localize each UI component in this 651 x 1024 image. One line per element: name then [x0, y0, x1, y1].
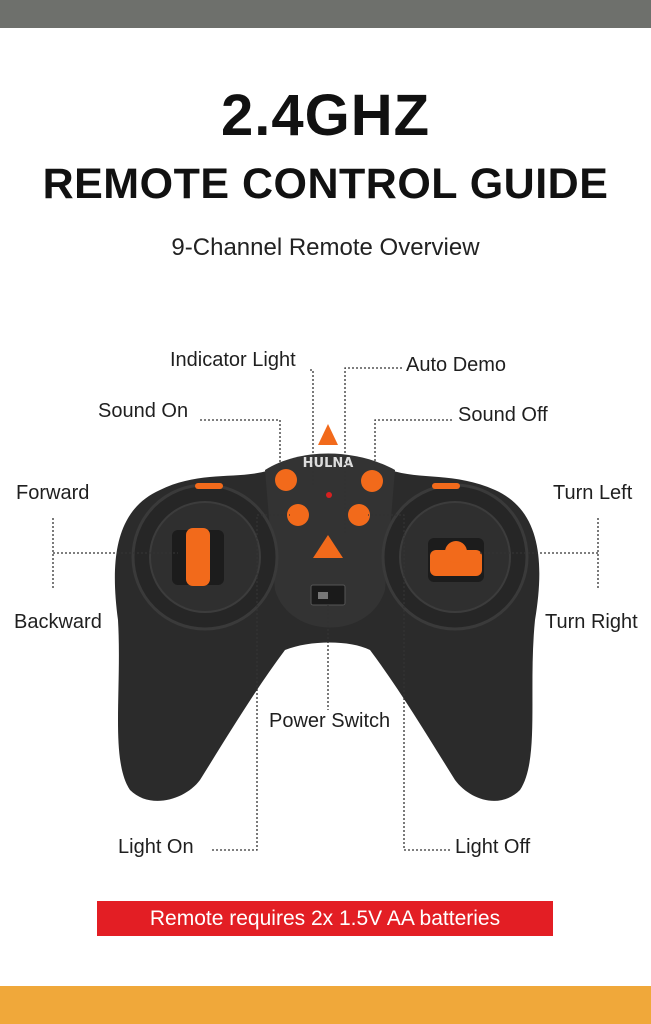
label-light-on: Light On [118, 836, 194, 858]
indicator-light [326, 492, 332, 498]
left-stick [186, 528, 210, 586]
subtitle: 9-Channel Remote Overview [171, 234, 480, 261]
light-on-button [287, 504, 309, 526]
sound-off-button [361, 470, 383, 492]
label-indicator-light: Indicator Light [170, 349, 296, 371]
light-off-button [348, 504, 370, 526]
title-line1: 2.4GHZ [220, 83, 431, 148]
label-forward: Forward [16, 482, 90, 504]
label-light-off: Light Off [455, 836, 531, 858]
antenna [318, 424, 338, 445]
label-auto-demo: Auto Demo [406, 354, 507, 376]
label-turn-left: Turn Left [553, 482, 633, 504]
label-sound-off: Sound Off [458, 404, 548, 426]
battery-notice-banner: Remote requires 2x 1.5V AA batteries [97, 901, 553, 936]
label-backward: Backward [14, 611, 102, 633]
top-strip [0, 0, 651, 28]
label-sound-on: Sound On [98, 400, 189, 422]
label-power-switch: Power Switch [269, 710, 391, 732]
sound-on-button [275, 469, 297, 491]
label-turn-right: Turn Right [545, 611, 638, 633]
title-line2: REMOTE CONTROL GUIDE [42, 160, 609, 208]
bottom-strip [0, 986, 651, 1024]
auto-demo-button [313, 535, 343, 558]
brand-logo: HULNA [303, 456, 354, 471]
